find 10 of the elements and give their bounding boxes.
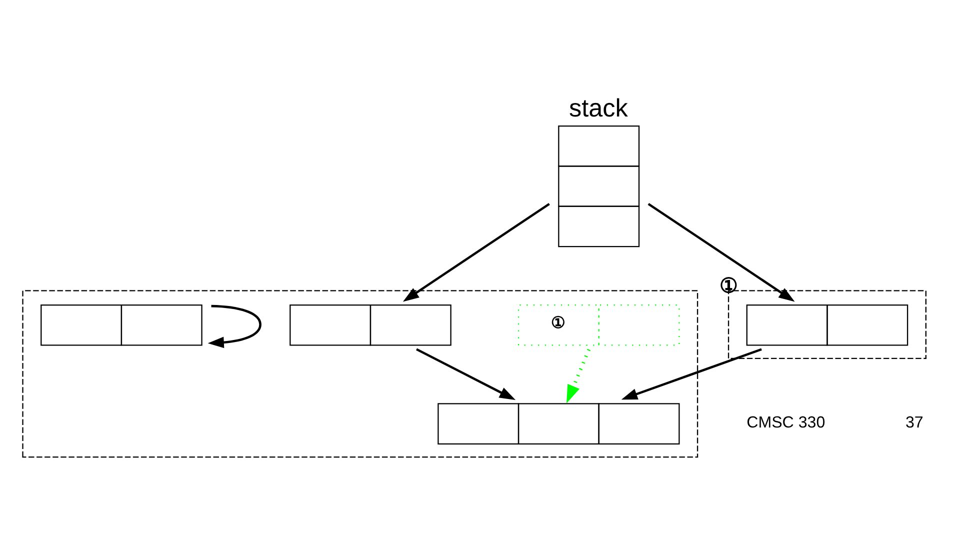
arrow <box>416 348 516 400</box>
node-label: ① <box>718 274 738 298</box>
node-label: stack <box>568 94 628 122</box>
label: 37 <box>904 413 923 432</box>
arrow <box>566 348 590 404</box>
arrow <box>402 202 550 302</box>
arrow <box>647 202 794 302</box>
label: CMSC 330 <box>746 413 825 432</box>
arrow <box>207 304 261 348</box>
cluster <box>22 290 698 458</box>
